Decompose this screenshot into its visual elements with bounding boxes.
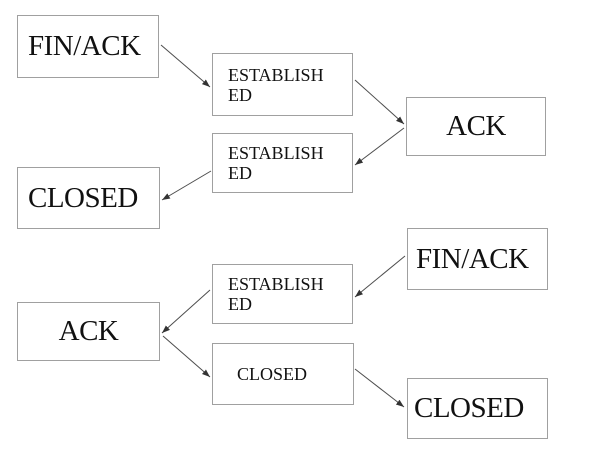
arrow-fin-ack-1-to-established-1 <box>160 44 211 88</box>
arrow-established-2-to-closed-1 <box>161 170 212 201</box>
node-ack-bottom-left: ACK <box>17 302 160 361</box>
arrow-ack-2-to-closed-2 <box>162 335 211 378</box>
node-closed-middle: CLOSED <box>212 343 354 405</box>
arrow-fin-ack-2-to-established-3 <box>354 255 406 298</box>
arrow-closed-2-to-closed-3 <box>354 368 405 408</box>
arrow-established-1-to-ack-1 <box>354 79 405 125</box>
node-label: ED <box>228 84 252 105</box>
node-closed-bottom-right: CLOSED <box>407 378 548 439</box>
node-label: ACK <box>446 110 506 142</box>
node-label: ED <box>228 294 252 314</box>
node-established-1: ESTABLISH ED <box>212 53 353 116</box>
node-ack-top-right: ACK <box>406 97 546 156</box>
node-established-2: ESTABLISH ED <box>212 133 353 193</box>
arrow-ack-1-to-established-2 <box>354 127 405 166</box>
node-label: ESTABLISH <box>228 143 324 163</box>
node-established-3: ESTABLISH ED <box>212 264 353 324</box>
node-label: ESTABLISH <box>228 274 324 294</box>
node-label: CLOSED <box>414 392 524 424</box>
node-fin-ack-right: FIN/ACK <box>407 228 548 290</box>
node-label: FIN/ACK <box>28 30 141 62</box>
node-label: ESTABLISH <box>228 64 324 85</box>
node-fin-ack-top-left: FIN/ACK <box>17 15 159 78</box>
node-label: ACK <box>58 315 119 347</box>
node-label: CLOSED <box>28 181 138 214</box>
node-label: CLOSED <box>237 364 308 384</box>
node-label: FIN/ACK <box>416 242 529 275</box>
arrow-established-3-to-ack-2 <box>161 289 211 334</box>
node-label: ED <box>228 163 252 183</box>
node-closed-left: CLOSED <box>17 167 160 229</box>
